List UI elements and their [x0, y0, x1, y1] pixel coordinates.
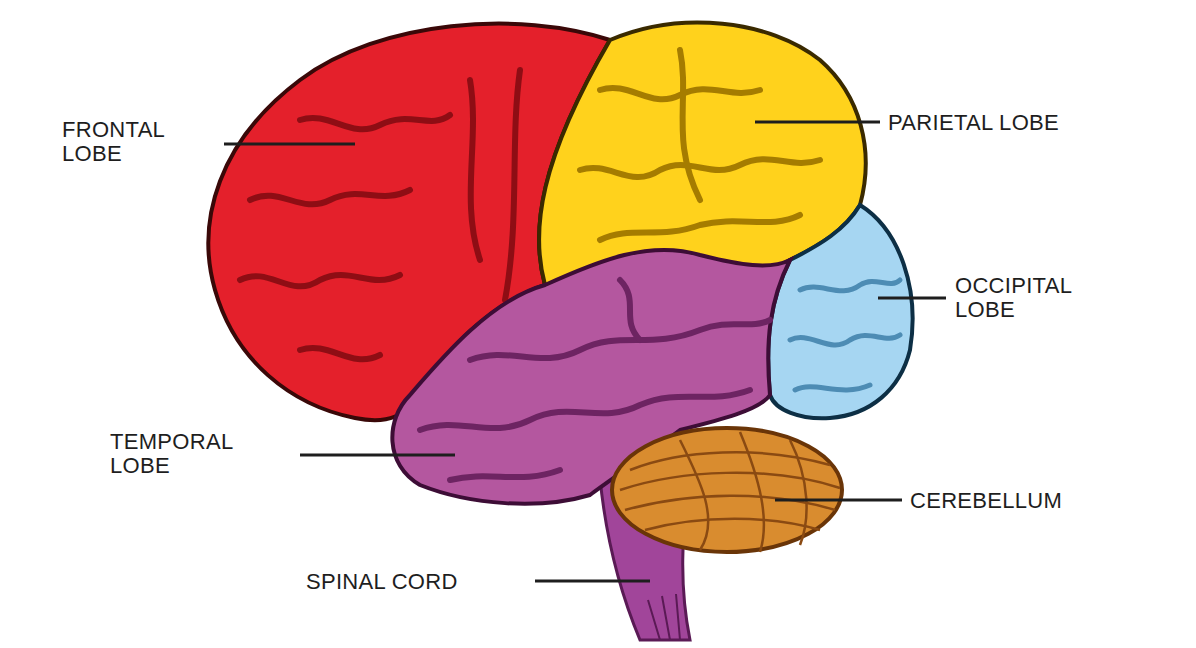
cerebellum-shape [612, 428, 842, 552]
part-label: CEREBELLUM [910, 489, 1062, 513]
occipital-lobe-shape [768, 205, 912, 418]
part-label: SPINAL CORD [306, 570, 458, 594]
leader-line [535, 580, 650, 583]
spinal-nerves [648, 594, 680, 640]
part-label: OCCIPITAL LOBE [955, 274, 1095, 322]
parietal-gyri [580, 50, 820, 240]
cerebellum-folia [620, 432, 840, 552]
leader-line [878, 297, 946, 300]
leader-line [775, 499, 902, 502]
leader-line [300, 454, 455, 457]
part-label: TEMPORAL LOBE [110, 430, 255, 478]
leader-lines [224, 122, 946, 581]
frontal-gyri [240, 70, 520, 359]
leader-line [224, 143, 355, 146]
part-label: PARIETAL LOBE [888, 111, 1059, 135]
leader-line [755, 121, 880, 124]
part-label: FRONTAL LOBE [62, 118, 182, 166]
